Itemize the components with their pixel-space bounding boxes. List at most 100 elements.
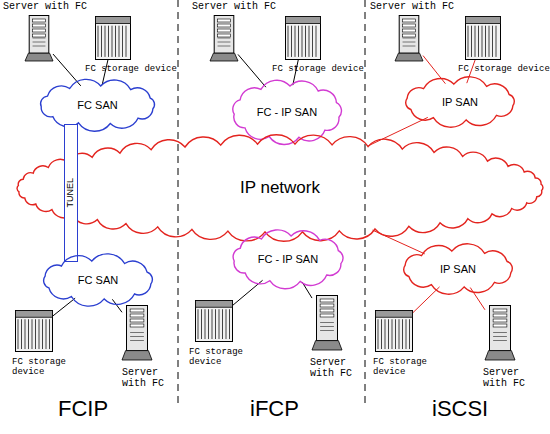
storage-label: FC storage device xyxy=(458,65,550,75)
server-label: Server with FC xyxy=(122,367,168,389)
disk-stripe xyxy=(226,309,227,339)
server-label: Server with FC xyxy=(192,1,312,12)
cloud-path xyxy=(406,77,515,127)
disk-stripe xyxy=(309,26,310,57)
storage-top xyxy=(286,17,321,24)
disk-stripe xyxy=(222,309,223,339)
protocol-label: FCIP xyxy=(58,397,108,421)
disk-stripe xyxy=(392,319,393,349)
disk-stripe xyxy=(482,26,483,57)
drive-bay xyxy=(403,19,416,22)
server-label: Server with FC xyxy=(310,357,356,379)
divider-line xyxy=(365,0,366,405)
disk-stripe xyxy=(489,26,490,57)
drive-bay xyxy=(493,319,507,322)
server-label: Server with FC xyxy=(3,1,123,12)
cloud-label: FC SAN xyxy=(77,99,117,111)
server-node: Server with FC xyxy=(485,305,515,360)
vent-line xyxy=(218,42,231,43)
drive-bay xyxy=(403,24,416,27)
storage-label: FC storage device xyxy=(272,65,382,75)
server-base xyxy=(122,351,152,360)
disk-stripe xyxy=(378,319,379,349)
disk-stripe xyxy=(39,319,40,349)
cloud-path xyxy=(404,244,513,294)
server-label: Server with FC xyxy=(370,1,490,12)
storage-icon xyxy=(375,310,413,352)
drive-bay xyxy=(33,34,46,37)
vent-line xyxy=(218,38,231,39)
server-icon xyxy=(485,305,515,360)
san-cloud: FC SAN xyxy=(35,80,160,130)
vent-line xyxy=(130,336,144,337)
disk-stripe xyxy=(478,26,479,57)
link-line xyxy=(238,54,266,87)
vent-line xyxy=(493,332,507,333)
disk-stripe xyxy=(46,319,47,349)
cloud-path xyxy=(233,230,343,289)
server-node: Server with FC xyxy=(312,295,342,350)
drive-bay xyxy=(130,309,144,312)
drive-bay xyxy=(218,34,231,37)
server-node: Server with FC xyxy=(210,15,238,61)
drive-bay xyxy=(130,319,144,322)
disk-stripe xyxy=(468,26,469,57)
disk-stripe xyxy=(212,309,213,339)
disk-stripe xyxy=(25,319,26,349)
server-base xyxy=(312,341,342,350)
disk-stripe xyxy=(32,319,33,349)
drive-bay xyxy=(493,324,507,327)
server-icon xyxy=(25,15,53,61)
cloud-label: FC SAN xyxy=(78,274,118,286)
tunnel-label: TUNEL xyxy=(66,178,76,208)
disk-stripe xyxy=(496,26,497,57)
cloud-label: IP SAN xyxy=(442,96,478,108)
storage-node: FC storage device xyxy=(15,310,53,352)
disk-stripe xyxy=(215,309,216,339)
server-body xyxy=(490,306,511,351)
disk-stripe xyxy=(105,26,106,57)
vent-line xyxy=(493,340,507,341)
cloud-path xyxy=(17,135,543,242)
drive-bay xyxy=(33,19,46,22)
disk-stripe xyxy=(485,26,486,57)
storage-body xyxy=(96,17,131,60)
storage-icon xyxy=(15,310,53,352)
vent-line xyxy=(403,42,416,43)
cloud-label: IP network xyxy=(240,179,320,198)
storage-icon xyxy=(465,16,501,60)
server-node: Server with FC xyxy=(25,15,53,61)
disk-stripe xyxy=(49,319,50,349)
disk-stripe xyxy=(219,309,220,339)
cloud-path xyxy=(41,79,155,131)
cloud-label: FC - IP SAN xyxy=(257,106,317,118)
vent-line xyxy=(130,340,144,341)
vent-line xyxy=(218,46,231,47)
disk-stripe xyxy=(28,319,29,349)
storage-label: FC storage device xyxy=(85,65,195,75)
vent-line xyxy=(403,38,416,39)
disk-stripe xyxy=(108,26,109,57)
storage-body xyxy=(16,311,53,352)
disk-stripe xyxy=(395,319,396,349)
vent-line xyxy=(320,330,334,331)
server-body xyxy=(399,16,419,54)
storage-icon xyxy=(195,300,233,342)
vent-line xyxy=(33,42,46,43)
disk-stripe xyxy=(399,319,400,349)
san-cloud: FC - IP SAN xyxy=(228,230,348,288)
vent-line xyxy=(493,336,507,337)
drive-bay xyxy=(403,34,416,37)
server-icon xyxy=(210,15,238,61)
vent-line xyxy=(403,46,416,47)
cloud-label: IP SAN xyxy=(440,263,476,275)
server-icon xyxy=(395,15,423,61)
storage-label: FC storage device xyxy=(12,358,74,378)
tunnel-box: TUNEL xyxy=(64,124,78,262)
disk-stripe xyxy=(18,319,19,349)
disk-stripe xyxy=(201,309,202,339)
disk-stripe xyxy=(35,319,36,349)
server-body xyxy=(29,16,49,54)
drive-bay xyxy=(218,29,231,32)
